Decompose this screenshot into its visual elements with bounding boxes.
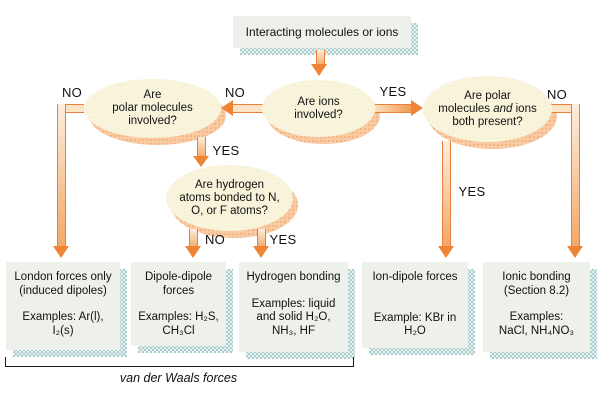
outcome-box-ion-dipole: Ion-dipole forces Example: KBr in H₂O [362,262,475,355]
arrow-shaft [571,104,580,247]
arrow-shaft [57,104,66,247]
start-box: Interacting molecules or ions [233,16,418,55]
decision-line: O, or F atoms? [191,204,268,217]
arrow-shaft [197,137,206,158]
label-no-london: NO [61,85,83,100]
outcome-title-line: London forces only [14,271,112,283]
outcome-title-line: Ion-dipole forces [372,271,458,283]
arrow-head-down-icon [567,246,583,258]
decision-line: involved? [294,108,343,121]
arrow-head-left-icon [221,100,233,116]
decision-polar-molecules: Are polar molecules involved? [84,79,226,145]
outcome-example-line: I₂(s) [52,324,74,337]
arrow-head-down-icon [53,246,69,258]
outcome-example-line: Example: KBr in [373,311,457,324]
decision-text: Are polar molecules and ions both presen… [438,90,536,129]
decision-text: Are polar molecules involved? [112,89,193,128]
label-no-dipole: NO [204,232,226,247]
label-yes-both: YES [379,84,407,99]
arrow-head-down-icon [438,246,454,258]
arrow-shaft [550,104,578,113]
decision-line: Are polar [464,89,511,102]
arrow-shaft [233,104,263,113]
decision-line: polar molecules [112,102,193,114]
label-yes-hydrogen: YES [212,143,240,158]
decision-line-part: molecules [438,102,494,115]
outcome-title-line: Dipole-dipole [144,271,213,283]
outcome-title-line: Ionic bonding [502,271,571,283]
label-no-ionic: NO [546,87,568,102]
decision-text: Are ions involved? [294,96,343,122]
decision-line: atoms bonded to N, [179,191,280,204]
decision-line: Are hydrogen [194,178,265,191]
arrow-shaft [57,104,84,113]
outcome-example-line: NaCl, NH₄NO₃ [498,324,575,337]
arrow-head-down-icon [193,156,209,167]
arrow-shaft [257,229,266,248]
outcome-example-line: Examples: liquid [251,297,336,310]
decision-line: both present? [452,115,523,128]
outcome-example-line: NH₃, HF [271,324,315,337]
decision-line: involved? [128,115,177,127]
outcome-title-line: forces [162,284,195,297]
arrow-shaft [442,141,451,247]
arrow-head-down-icon [253,246,269,258]
decision-line-part: ions [512,102,537,115]
van-der-waals-bracket [5,357,354,367]
van-der-waals-label: van der Waals forces [119,371,238,385]
outcome-box-london-forces: London forces only (induced dipoles) Exa… [6,262,127,357]
arrow-shaft [316,50,325,66]
label-yes-iondipole: YES [458,184,486,199]
decision-line: Are [143,89,162,101]
decision-hydrogen-bonded-nof: Are hydrogen atoms bonded to N, O, or F … [166,165,298,238]
outcome-example-line: and solid H₂O, [256,311,331,323]
decision-polar-and-ions: Are polar molecules and ions both presen… [423,76,557,149]
arrow-head-down-icon [185,246,201,258]
decision-ions-involved: Are ions involved? [262,80,380,144]
arrow-head-down-icon [311,64,327,76]
outcome-box-hydrogen-bonding: Hydrogen bonding Examples: liquid and so… [239,262,355,359]
decision-line: Are ions [297,95,340,108]
label-yes-hbond: YES [269,232,297,247]
outcome-box-ionic-bonding: Ionic bonding (Section 8.2) Examples: Na… [483,262,597,359]
outcome-box-dipole-dipole: Dipole-dipole forces Examples: H₂S, CH₃C… [131,262,233,353]
decision-text: Are hydrogen atoms bonded to N, O, or F … [179,179,279,218]
decision-line-part-italic: and [493,102,513,115]
outcome-example-line: H₂O [404,325,426,337]
label-no-polar: NO [224,85,246,100]
arrow-head-right-icon [411,100,423,116]
outcome-example-line: Examples: [509,311,564,323]
outcome-title-line: Hydrogen bonding [246,271,341,283]
outcome-example-line: CH₃Cl [162,324,195,337]
start-box-label: Interacting molecules or ions [245,25,399,39]
arrow-shaft [375,104,411,113]
decision-line: molecules and ions [438,103,536,116]
arrow-shaft [189,229,198,248]
outcome-example-line: Examples: H₂S, [138,311,219,323]
outcome-example-line: Examples: Ar(l), [22,311,104,323]
outcome-title-line: (induced dipoles) [19,284,107,297]
outcome-title-line: (Section 8.2) [503,284,570,297]
